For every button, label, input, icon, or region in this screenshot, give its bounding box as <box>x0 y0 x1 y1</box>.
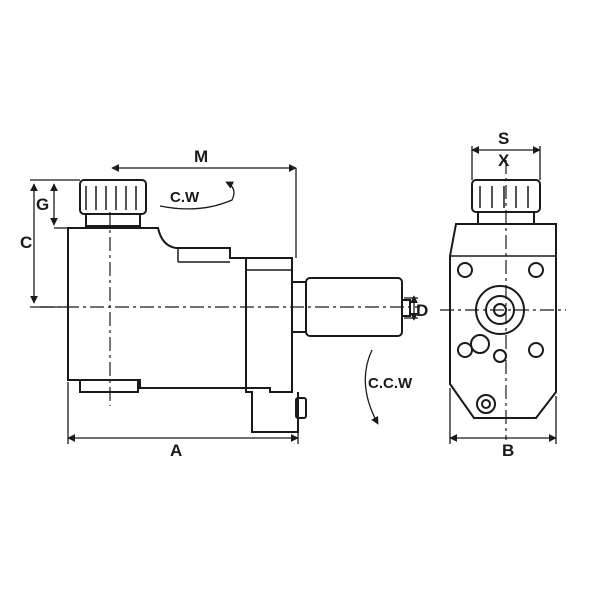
dim-label-d: D <box>416 301 428 320</box>
dim-label-s: S <box>498 129 509 148</box>
ccw-arrow-icon <box>364 349 379 425</box>
side-view <box>40 179 420 433</box>
bottom-cap <box>79 379 139 393</box>
front-view <box>440 160 566 440</box>
side-view-dimensions <box>30 164 418 444</box>
rotation-label-cw: C.W <box>170 189 200 206</box>
dim-label-b: B <box>502 441 514 460</box>
front-view-dimensions <box>449 146 557 444</box>
dim-label-x: X <box>498 151 510 170</box>
front-housing-outline <box>449 223 557 419</box>
dim-label-g: G <box>36 195 49 214</box>
collet-nut <box>79 179 147 227</box>
mounting-flange <box>245 258 299 433</box>
dim-label-c: C <box>20 233 32 252</box>
housing-outline <box>67 227 293 393</box>
coolant-port <box>476 394 496 414</box>
rotation-label-ccw: C.C.W <box>368 375 413 392</box>
cw-arrow-icon <box>159 181 235 210</box>
dim-label-m: M <box>194 147 208 166</box>
dim-label-a: A <box>170 441 182 460</box>
